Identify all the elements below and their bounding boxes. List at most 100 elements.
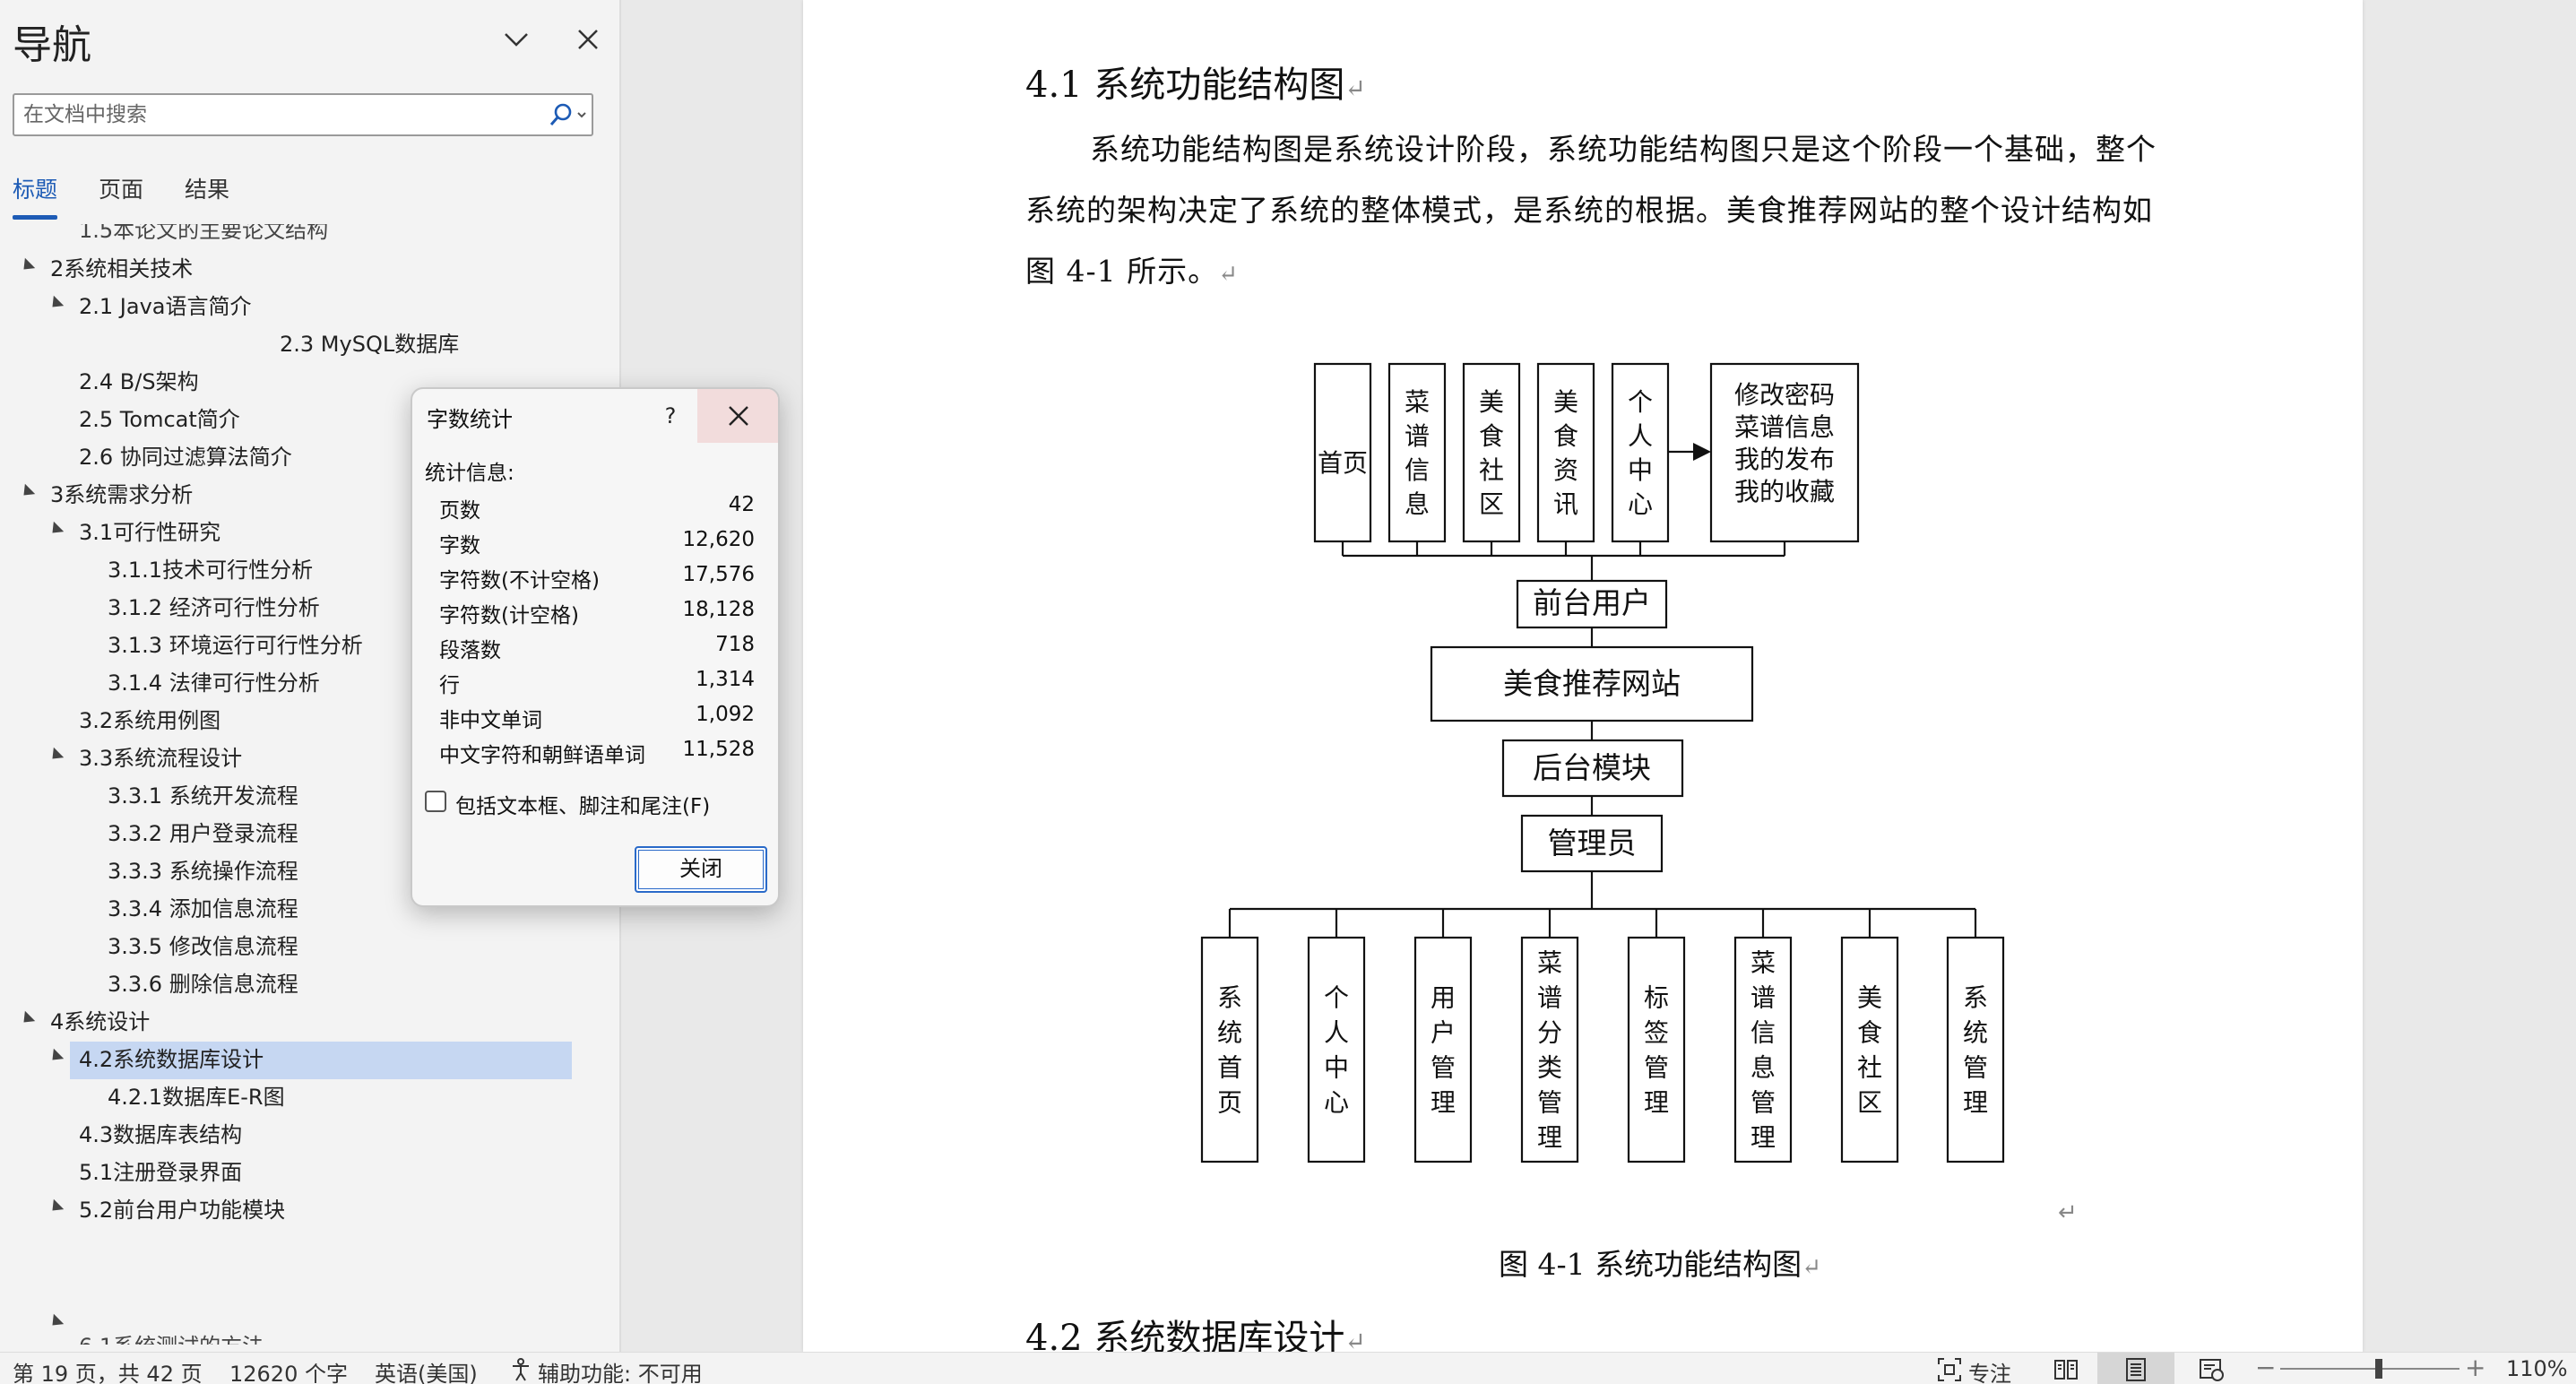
selected-highlight — [70, 1042, 572, 1079]
outline-item[interactable]: 2.6 协同过滤算法简介 — [79, 445, 292, 470]
language[interactable]: 英语(美国) — [375, 1362, 478, 1384]
help-button[interactable]: ? — [664, 403, 677, 428]
outline-item[interactable]: 3.2系统用例图 — [79, 708, 221, 733]
tab-pages[interactable]: 页面 — [99, 177, 144, 203]
status-bar: 第 19 页，共 42 页 12620 个字 英语(美国) 辅助功能: 不可用 … — [0, 1352, 2576, 1384]
admin-label: 管理员 — [1548, 826, 1637, 861]
focus-mode[interactable]: 专注 — [1968, 1362, 2011, 1384]
document-page[interactable]: 4.1 系统功能结构图↵ 系统功能结构图是系统设计阶段，系统功能结构图只是这个阶… — [803, 0, 2363, 1352]
outline-item[interactable]: 4系统设计 — [50, 1009, 151, 1034]
bottom-box-label: 标签管理 — [1644, 983, 1669, 1118]
box-home-label: 首页 — [1318, 448, 1368, 478]
outline-item[interactable]: 3.1可行性研究 — [79, 520, 221, 545]
page-count[interactable]: 第 19 页，共 42 页 — [13, 1362, 203, 1384]
outline-item[interactable]: 5.2前台用户功能模块 — [79, 1198, 286, 1223]
outline-item[interactable]: 3.3.4 添加信息流程 — [108, 896, 298, 921]
collapse-triangle-icon[interactable] — [18, 1010, 36, 1028]
outline-item[interactable]: 4.2.1数据库E-R图 — [108, 1085, 285, 1110]
backend-label: 后台模块 — [1533, 750, 1651, 785]
outline-item[interactable]: 3.1.4 法律可行性分析 — [108, 670, 320, 696]
function-structure-diagram: 首页 菜谱信息 美食社区 美食资讯 个人中心 修改密码 菜谱信息 我的发布 我的… — [1200, 362, 2005, 1163]
outline-item[interactable]: 2.5 Tomcat简介 — [79, 407, 240, 432]
paragraph-line: 图 4-1 所示。↵ — [1025, 254, 1239, 289]
outline-item[interactable]: 6.1系统测试的方法 — [79, 1325, 264, 1345]
outline-item[interactable]: 3.3系统流程设计 — [79, 746, 243, 771]
outline-item[interactable]: 3系统需求分析 — [50, 482, 194, 507]
box-sys-home — [1200, 936, 1259, 1163]
outline-item[interactable]: 3.1.3 环境运行可行性分析 — [108, 633, 363, 658]
focus-icon[interactable] — [1936, 1356, 1963, 1383]
tab-headings[interactable]: 标题 — [13, 172, 58, 220]
paragraph-mark: ↵ — [2058, 1199, 2078, 1226]
box-admin-personal — [1307, 936, 1366, 1163]
stat-row: 字符数(计空格)18,128 — [439, 598, 755, 627]
zoom-out-button[interactable]: − — [2255, 1353, 2277, 1382]
detail-line: 我的收藏 — [1734, 477, 1835, 506]
box-admin-community — [1840, 936, 1899, 1163]
box-recipes-label: 菜谱信息 — [1405, 387, 1430, 519]
zoom-slider-thumb[interactable] — [2375, 1359, 2382, 1379]
bottom-box-label: 个人中心 — [1324, 983, 1349, 1118]
dialog-title: 字数统计 — [427, 407, 513, 432]
dialog-close-button[interactable] — [697, 389, 778, 443]
outline-item[interactable]: 4.3数据库表结构 — [79, 1122, 243, 1147]
bottom-box-label: 菜谱信息管理 — [1750, 948, 1776, 1153]
box-sys-mgmt — [1946, 936, 2005, 1163]
collapse-triangle-icon[interactable] — [47, 747, 65, 765]
site-label: 美食推荐网站 — [1503, 666, 1681, 701]
include-textboxes-label[interactable]: 包括文本框、脚注和尾注(F) — [455, 795, 711, 818]
zoom-in-button[interactable]: + — [2465, 1353, 2486, 1382]
outline-item[interactable]: 2系统相关技术 — [50, 256, 194, 281]
web-layout-icon[interactable] — [2198, 1356, 2225, 1383]
collapse-triangle-icon[interactable] — [47, 1198, 65, 1216]
outline-item[interactable]: 2.3 MySQL数据库 — [280, 332, 460, 357]
zoom-slider[interactable] — [2280, 1359, 2459, 1379]
zoom-level[interactable]: 110% — [2506, 1356, 2568, 1381]
chevron-down-icon[interactable] — [498, 22, 534, 57]
include-textboxes-checkbox[interactable] — [425, 791, 446, 812]
dialog-titlebar[interactable]: 字数统计 ? — [412, 389, 778, 443]
word-count[interactable]: 12620 个字 — [229, 1362, 348, 1384]
outline-item[interactable]: 5.1注册登录界面 — [79, 1160, 243, 1185]
heading-4-1: 4.1 系统功能结构图↵ — [1025, 65, 1366, 106]
accessibility-icon[interactable] — [507, 1356, 534, 1383]
stat-row: 字符数(不计空格)17,576 — [439, 563, 755, 593]
outline-item[interactable]: 2.1 Java语言简介 — [79, 294, 252, 319]
collapse-triangle-icon[interactable] — [47, 1048, 65, 1066]
outline-item[interactable]: 2.4 B/S架构 — [79, 369, 199, 394]
search-input[interactable] — [23, 95, 543, 134]
outline-item[interactable]: 3.3.6 删除信息流程 — [108, 972, 298, 997]
bottom-box-label: 系统管理 — [1963, 983, 1988, 1118]
outline-item[interactable]: 3.3.3 系统操作流程 — [108, 859, 298, 884]
outline-item[interactable]: 3.3.1 系统开发流程 — [108, 783, 298, 809]
outline-item[interactable]: 3.1.2 经济可行性分析 — [108, 595, 320, 620]
outline-item[interactable]: 1.5本论文的主要论文结构 — [79, 224, 329, 242]
search-box[interactable] — [13, 93, 593, 136]
read-mode-icon[interactable] — [2053, 1356, 2079, 1383]
collapse-triangle-icon[interactable] — [47, 521, 65, 539]
outline-item[interactable]: 3.3.2 用户登录流程 — [108, 821, 298, 846]
outline-item-selected[interactable]: 4.2系统数据库设计 — [79, 1047, 264, 1072]
collapse-triangle-icon[interactable] — [47, 295, 65, 313]
heading-outline: 1.5本论文的主要论文结构 2系统相关技术 2.1 Java语言简介 2.3 M… — [0, 224, 619, 1345]
outline-item[interactable]: 3.1.1技术可行性分析 — [108, 558, 314, 583]
nav-title: 导航 — [13, 22, 91, 68]
accessibility-status[interactable]: 辅助功能: 不可用 — [538, 1362, 703, 1384]
detail-line: 我的发布 — [1734, 445, 1835, 474]
close-icon — [729, 406, 748, 426]
close-icon[interactable] — [570, 22, 606, 57]
outline-item[interactable]: 3.3.5 修改信息流程 — [108, 934, 298, 959]
collapse-triangle-icon[interactable] — [47, 1313, 65, 1331]
close-button[interactable]: 关闭 — [635, 846, 767, 893]
print-layout-icon[interactable] — [2122, 1356, 2149, 1383]
arrow-head-icon — [1693, 443, 1711, 461]
paragraph-line: 系统功能结构图是系统设计阶段，系统功能结构图只是这个阶段一个基础，整个 — [1090, 132, 2157, 167]
collapse-triangle-icon[interactable] — [18, 483, 36, 501]
collapse-triangle-icon[interactable] — [18, 257, 36, 275]
tab-results[interactable]: 结果 — [185, 177, 230, 203]
bottom-box-label: 菜谱分类管理 — [1537, 948, 1562, 1153]
search-icon[interactable] — [545, 100, 590, 131]
